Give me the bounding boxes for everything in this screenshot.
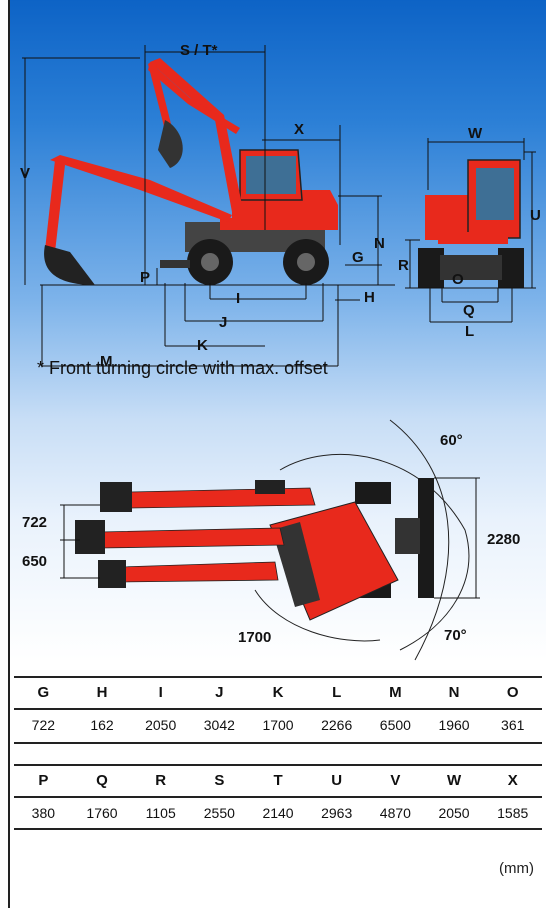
dim-label-v: V [20, 165, 30, 182]
top-view-excavator: 722 650 2280 1700 60° 70° [22, 419, 520, 661]
table1-header-cell: I [158, 684, 163, 701]
angle-label-60: 60° [440, 432, 463, 449]
dimension-table-1-values: 722 162 2050 3042 1700 2266 6500 1960 36… [14, 709, 542, 740]
dim-label-h: H [364, 289, 375, 306]
table1-value-row: 722 162 2050 3042 1700 2266 6500 1960 36… [14, 709, 542, 740]
table2-header-cell: S [214, 772, 225, 789]
table1-header-cell: N [448, 684, 460, 701]
table2-value-cell: 380 [31, 804, 56, 821]
table2-value-cell: 4870 [379, 804, 411, 821]
dim-label-2280: 2280 [487, 531, 520, 548]
table1-value-cell: 6500 [379, 716, 411, 733]
table2-value-cell: 1585 [497, 804, 529, 821]
dim-label-l: L [465, 323, 474, 340]
table2-header-cell: R [155, 772, 167, 789]
side-view-excavator: S / T* X V N G P H I J K M [20, 42, 395, 370]
table1-header-cell: M [389, 684, 402, 701]
dimension-table-2: P Q R S T U V W X [14, 765, 542, 796]
table2-value-cell: 1760 [86, 804, 118, 821]
dim-label-p: P [140, 269, 150, 286]
table1-value-cell: 361 [501, 716, 525, 733]
table2-value-cell: 2050 [438, 804, 470, 821]
dimension-table-1: G H I J K L M N O [14, 677, 542, 708]
table2-value-row: 380 1760 1105 2550 2140 2963 4870 2050 1… [14, 797, 542, 828]
table2-mid-rule [14, 796, 542, 798]
front-view-excavator: W U R O Q L [398, 125, 541, 340]
table2-value-cell: 2140 [262, 804, 294, 821]
dim-label-x: X [294, 121, 304, 138]
table2-header-cell: Q [96, 772, 108, 789]
table1-value-cell: 2050 [145, 716, 177, 733]
table1-header-cell: H [96, 684, 108, 701]
dim-label-i: I [236, 290, 240, 307]
table1-value-cell: 2266 [321, 716, 353, 733]
table1-header-cell: J [215, 684, 224, 701]
dim-label-j: J [219, 314, 227, 331]
unit-label: (mm) [499, 860, 534, 877]
dim-label-m: M [100, 353, 113, 370]
dim-label-w: W [468, 125, 483, 142]
dim-label-st: S / T* [180, 42, 218, 59]
table2-value-cell: 2963 [321, 804, 353, 821]
table2-bottom-rule [14, 828, 542, 830]
table2-header-row: P Q R S T U V W X [14, 765, 542, 796]
table2-header-cell: W [446, 772, 462, 789]
dim-label-q: Q [463, 302, 475, 319]
dim-label-u: U [530, 207, 541, 224]
table1-value-cell: 162 [90, 716, 114, 733]
left-margin [0, 0, 9, 908]
table1-header-row: G H I J K L M N O [14, 677, 542, 708]
dimension-table-2-values: 380 1760 1105 2550 2140 2963 4870 2050 1… [14, 797, 542, 828]
table1-header-cell: K [272, 684, 284, 701]
left-border-line [8, 0, 10, 908]
dim-label-722: 722 [22, 514, 47, 531]
dim-label-n: N [374, 235, 385, 252]
table1-header-cell: L [332, 684, 342, 701]
table2-value-cell: 2550 [203, 804, 235, 821]
dim-label-g: G [352, 249, 364, 266]
table1-header-cell: G [37, 684, 50, 701]
table2-top-rule [14, 764, 542, 766]
turning-circle-caption: * Front turning circle with max. offset [37, 358, 328, 378]
dim-label-1700: 1700 [238, 629, 271, 646]
table2-header-cell: P [38, 772, 49, 789]
table2-header-cell: T [273, 772, 283, 789]
table1-value-cell: 3042 [203, 716, 235, 733]
table2-header-cell: X [507, 772, 518, 789]
table1-value-cell: 722 [31, 716, 56, 733]
table2-header-cell: U [331, 772, 343, 789]
dim-label-r: R [398, 257, 409, 274]
table1-top-rule [14, 676, 542, 678]
dim-label-650: 650 [22, 553, 47, 570]
table1-bottom-rule [14, 742, 542, 744]
table1-value-cell: 1960 [438, 716, 470, 733]
angle-label-70: 70° [444, 627, 467, 644]
table1-header-cell: O [506, 684, 519, 701]
table2-value-cell: 1105 [145, 804, 176, 821]
dim-label-k: K [197, 337, 208, 354]
table2-header-cell: V [390, 772, 401, 789]
dim-label-o: O [452, 271, 464, 288]
table1-value-cell: 1700 [262, 716, 294, 733]
table1-mid-rule [14, 708, 542, 710]
